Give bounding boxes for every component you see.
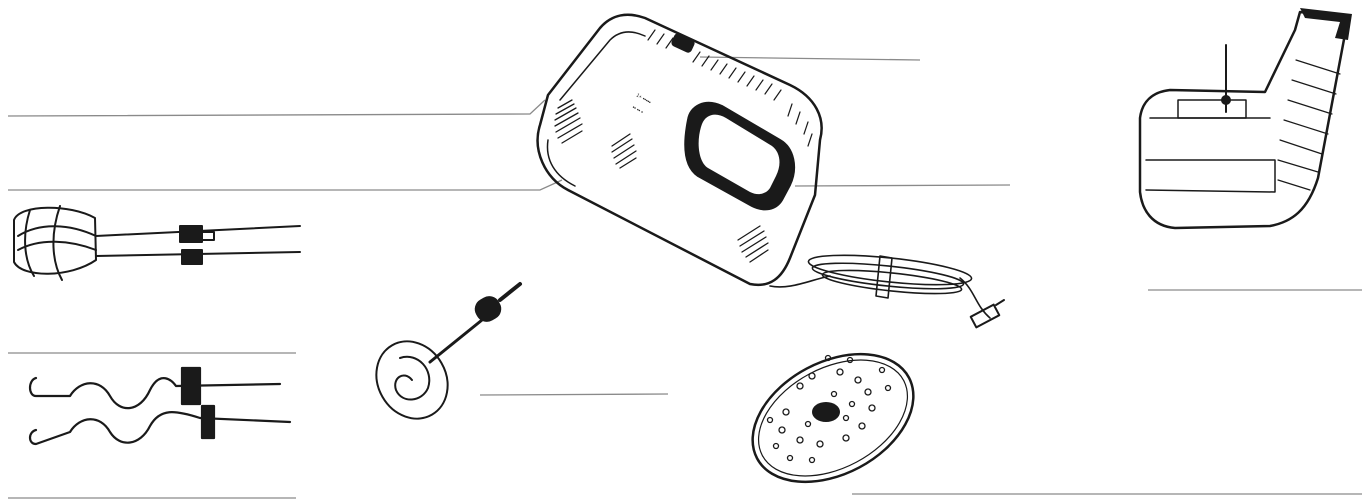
callout-lines	[7, 56, 1362, 499]
grating-disc	[751, 352, 915, 484]
speed-switch	[671, 33, 695, 53]
power-plug	[969, 303, 1001, 329]
wall-bracket	[1138, 8, 1352, 230]
callout-speed-switch	[699, 56, 921, 61]
hand-mixer-body: 1+ ▪▪▪▪▪ ▪▪ ▪▪ ▪	[536, 13, 823, 287]
callout-mixer-rear-top	[7, 99, 546, 117]
model-marking-1: 1+ ▪▪▪▪▪	[635, 93, 652, 106]
callout-mixer-body	[794, 184, 1011, 187]
blender-attachment	[375, 282, 522, 420]
callout-mixer-rear-bottom	[8, 179, 563, 191]
air-vents-front	[737, 225, 769, 263]
dough-hooks	[28, 366, 292, 446]
cord-strap	[875, 255, 893, 299]
model-marking-2: ▪▪ ▪▪ ▪	[631, 105, 644, 116]
beaters	[13, 205, 301, 281]
power-cord	[769, 254, 1005, 329]
air-vents-side	[611, 133, 637, 169]
air-vents-rear	[554, 99, 583, 144]
callout-blender	[479, 393, 669, 396]
